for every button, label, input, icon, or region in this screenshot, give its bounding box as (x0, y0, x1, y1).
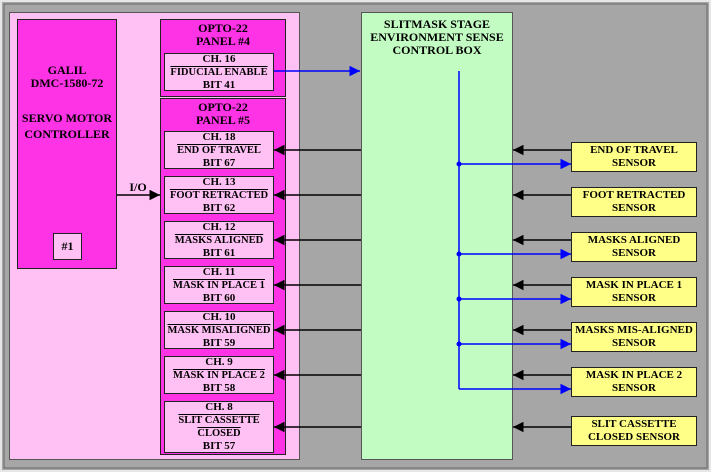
channel-name: MASK MISALIGNED (167, 324, 271, 336)
sensor-line1: MASKS MIS-ALIGNED (575, 324, 693, 336)
control-box-line2: ENVIRONMENT SENSE (370, 30, 504, 44)
galil-line4: CONTROLLER (24, 127, 110, 141)
galil-controller: GALIL DMC-1580-72 SERVO MOTOR CONTROLLER (17, 19, 117, 269)
sensor-mask-in-place-1: MASK IN PLACE 1 SENSOR (571, 277, 697, 307)
sensor-line1: END OF TRAVEL (590, 144, 678, 156)
sensor-line1: MASK IN PLACE 1 (585, 279, 683, 291)
sensor-end-of-travel: END OF TRAVEL SENSOR (571, 142, 697, 172)
galil-line1: GALIL (47, 63, 87, 77)
junction-dot (456, 296, 462, 302)
io-label: I/O (129, 180, 147, 194)
channel-mask-in-place-1: CH. 11 MASK IN PLACE 1 BIT 60 (164, 266, 274, 304)
sensor-line2: SENSOR (611, 382, 657, 394)
channel-bit: BIT 60 (202, 291, 236, 304)
junction-dot (456, 341, 462, 347)
control-box: SLITMASK STAGE ENVIRONMENT SENSE CONTROL… (361, 12, 513, 460)
sensor-slit-cassette-closed: SLIT CASSETTE CLOSED SENSOR (571, 416, 697, 446)
sensor-line2: CLOSED SENSOR (587, 431, 680, 443)
galil-unit-number: #1 (53, 233, 82, 260)
sensor-line2: SENSOR (611, 157, 657, 169)
galil-line3: SERVO MOTOR (21, 111, 113, 125)
channel-masks-aligned: CH. 12 MASKS ALIGNED BIT 61 (164, 221, 274, 259)
sensor-line1: SLIT CASSETTE (591, 418, 677, 430)
channel-fiducial-enable: CH. 16 FIDUCIAL ENABLE BIT 41 (164, 53, 274, 91)
channel-foot-retracted: CH. 13 FOOT RETRACTED BIT 62 (164, 176, 274, 214)
channel-name: MASK IN PLACE 2 (173, 369, 265, 381)
channel-ch: CH. 8 (205, 401, 233, 413)
channel-bit: BIT 67 (202, 156, 236, 169)
fiducial-name: FIDUCIAL ENABLE (170, 66, 268, 78)
sensor-masks-misaligned: MASKS MIS-ALIGNED SENSOR (571, 322, 697, 352)
channel-bit: BIT 57 (202, 440, 236, 452)
channel-ch: CH. 18 (202, 130, 236, 143)
galil-line2: DMC-1580-72 (30, 76, 104, 90)
junction-dot (456, 161, 462, 167)
control-box-line1: SLITMASK STAGE (383, 17, 491, 31)
sensor-line1: MASKS ALIGNED (587, 234, 681, 246)
channel-bit: BIT 61 (202, 246, 236, 259)
channel-name: MASK IN PLACE 1 (173, 279, 265, 291)
sensor-foot-retracted: FOOT RETRACTED SENSOR (571, 187, 697, 217)
sensor-line2: SENSOR (611, 292, 657, 304)
channel-ch: CH. 12 (202, 220, 236, 233)
sensor-line2: SENSOR (611, 247, 657, 259)
channel-name: MASKS ALIGNED (174, 234, 264, 246)
fiducial-ch: CH. 16 (202, 52, 236, 65)
panel5-title2: PANEL #5 (195, 113, 251, 127)
control-box-line3: CONTROL BOX (392, 43, 482, 57)
panel4-title2: PANEL #4 (195, 34, 251, 48)
channel-slit-cassette-closed: CH. 8 SLIT CASSETTE CLOSED BIT 57 (164, 401, 274, 453)
panel4-title1: OPTO-22 (198, 21, 248, 35)
sensor-line1: FOOT RETRACTED (582, 189, 686, 201)
channel-bit: BIT 59 (202, 336, 236, 349)
channel-ch: CH. 11 (202, 265, 236, 278)
channel-name: END OF TRAVEL (177, 144, 261, 156)
junction-dot (456, 251, 462, 257)
channel-name: SLIT CASSETTE (178, 415, 260, 426)
fiducial-bit: BIT 41 (202, 78, 236, 91)
panel5-title1: OPTO-22 (198, 100, 248, 114)
channel-ch: CH. 13 (202, 175, 236, 188)
sensor-line1: MASK IN PLACE 2 (585, 369, 683, 381)
sensor-masks-aligned: MASKS ALIGNED SENSOR (571, 232, 697, 262)
channel-name: FOOT RETRACTED (169, 189, 269, 201)
channel-name-2: CLOSED (197, 428, 241, 439)
sensor-line2: SENSOR (611, 202, 657, 214)
channel-bit: BIT 62 (202, 201, 236, 214)
channel-mask-misaligned: CH. 10 MASK MISALIGNED BIT 59 (164, 311, 274, 349)
channel-ch: CH. 9 (205, 355, 233, 368)
sensor-mask-in-place-2: MASK IN PLACE 2 SENSOR (571, 367, 697, 397)
channel-mask-in-place-2: CH. 9 MASK IN PLACE 2 BIT 58 (164, 356, 274, 394)
channel-end-of-travel: CH. 18 END OF TRAVEL BIT 67 (164, 131, 274, 169)
sensor-line2: SENSOR (611, 337, 657, 349)
channel-ch: CH. 10 (202, 310, 236, 323)
channel-bit: BIT 58 (202, 381, 236, 394)
